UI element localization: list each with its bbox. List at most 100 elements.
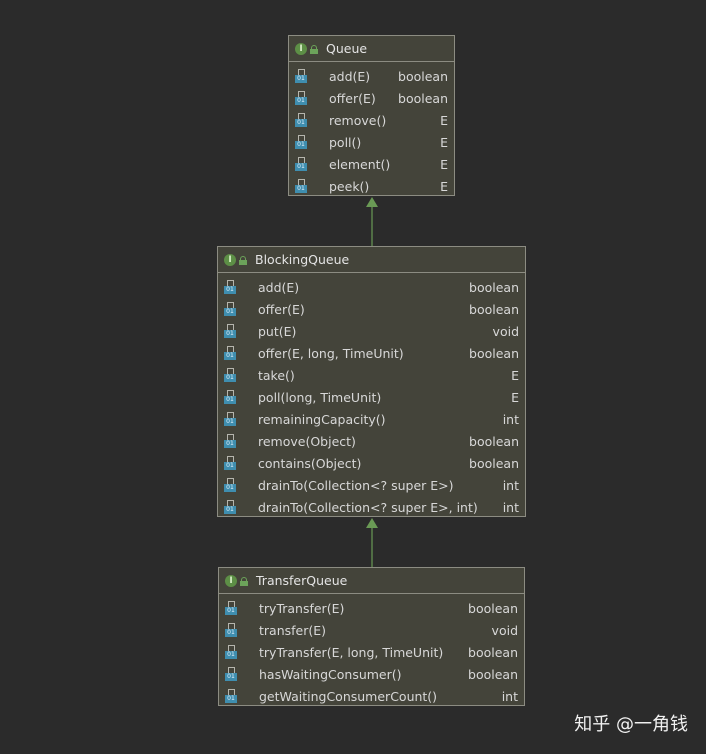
lock-icon <box>240 576 248 586</box>
method-icon <box>224 434 236 448</box>
method-name: remove() <box>329 112 387 128</box>
box-header: I BlockingQueue <box>218 247 525 273</box>
method-row[interactable]: getWaitingConsumerCount() int <box>219 685 524 707</box>
method-name: remainingCapacity() <box>258 411 386 427</box>
method-return-type: void <box>491 622 518 638</box>
method-icon <box>224 456 236 470</box>
method-row[interactable]: take() E <box>218 364 525 386</box>
method-name: element() <box>329 156 391 172</box>
method-icon <box>224 346 236 360</box>
watermark: 知乎 @一角钱 <box>574 714 688 735</box>
method-name: put(E) <box>258 323 297 339</box>
method-icon <box>225 645 237 659</box>
method-list: add(E)booleanoffer(E)booleanremove()Epol… <box>289 62 454 197</box>
method-return-type: boolean <box>468 600 518 616</box>
method-name: drainTo(Collection<? super E>) <box>258 477 454 493</box>
method-row[interactable]: peek() E <box>289 175 454 197</box>
method-name: remove(Object) <box>258 433 356 449</box>
method-return-type: boolean <box>469 345 519 361</box>
method-return-type: E <box>511 389 519 405</box>
method-return-type: boolean <box>469 301 519 317</box>
interface-title: BlockingQueue <box>255 252 350 267</box>
method-row[interactable]: tryTransfer(E, long, TimeUnit)boolean <box>219 641 524 663</box>
method-name: drainTo(Collection<? super E>, int) <box>258 499 478 515</box>
method-row[interactable]: poll(long, TimeUnit) E <box>218 386 525 408</box>
method-row[interactable]: transfer(E) void <box>219 619 524 641</box>
method-name: offer(E, long, TimeUnit) <box>258 345 404 361</box>
method-row[interactable]: remove() E <box>289 109 454 131</box>
interface-title: Queue <box>326 41 368 56</box>
lock-icon <box>239 255 247 265</box>
method-name: poll() <box>329 134 362 150</box>
method-icon <box>224 390 236 404</box>
method-name: poll(long, TimeUnit) <box>258 389 382 405</box>
method-row[interactable]: tryTransfer(E) boolean <box>219 597 524 619</box>
method-row[interactable]: remainingCapacity() int <box>218 408 525 430</box>
method-icon <box>224 280 236 294</box>
method-icon <box>225 601 237 615</box>
method-return-type: E <box>440 134 448 150</box>
method-name: contains(Object) <box>258 455 362 471</box>
interface-icon: I <box>295 42 307 55</box>
method-icon <box>225 667 237 681</box>
method-icon <box>224 412 236 426</box>
method-list: tryTransfer(E) boolean transfer(E) void tryT… <box>219 594 524 707</box>
method-return-type: void <box>492 323 519 339</box>
method-row[interactable]: add(E) boolean <box>218 276 525 298</box>
method-row[interactable]: poll() E <box>289 131 454 153</box>
method-row[interactable]: drainTo(Collection<? super E>, int) int <box>218 496 525 518</box>
method-row[interactable]: remove(Object) boolean <box>218 430 525 452</box>
method-row[interactable]: hasWaitingConsumer()boolean <box>219 663 524 685</box>
method-row[interactable]: offer(E)boolean <box>289 87 454 109</box>
method-icon <box>295 157 307 171</box>
method-icon <box>224 500 236 514</box>
method-icon <box>295 69 307 83</box>
method-return-type: E <box>440 112 448 128</box>
method-name: getWaitingConsumerCount() <box>259 688 438 704</box>
method-row[interactable]: contains(Object)boolean <box>218 452 525 474</box>
interface-icon: I <box>225 574 237 587</box>
method-icon <box>225 623 237 637</box>
transfer-queue-interface-box[interactable]: I TransferQueue tryTransfer(E) boolean tra… <box>218 567 525 706</box>
interface-title: TransferQueue <box>256 573 348 588</box>
box-header: I TransferQueue <box>219 568 524 594</box>
method-return-type: E <box>511 367 519 383</box>
method-icon <box>224 302 236 316</box>
method-row[interactable]: add(E)boolean <box>289 65 454 87</box>
method-row[interactable]: put(E) void <box>218 320 525 342</box>
method-return-type: boolean <box>468 666 518 682</box>
inheritance-arrow-blocking-to-queue <box>366 197 378 246</box>
method-return-type: int <box>502 477 519 493</box>
method-name: add(E) <box>329 68 371 84</box>
method-return-type: int <box>502 499 519 515</box>
method-icon <box>224 478 236 492</box>
queue-interface-box[interactable]: I Queue add(E)booleanoffer(E)booleanremo… <box>288 35 455 196</box>
method-return-type: E <box>440 156 448 172</box>
method-icon <box>295 135 307 149</box>
method-name: take() <box>258 367 295 383</box>
method-icon <box>295 113 307 127</box>
lock-icon <box>310 44 318 54</box>
method-row[interactable]: drainTo(Collection<? super E>) int <box>218 474 525 496</box>
blocking-queue-interface-box[interactable]: I BlockingQueue add(E) boolean offer(E) boo… <box>217 246 526 517</box>
method-row[interactable]: offer(E, long, TimeUnit) boolean <box>218 342 525 364</box>
method-return-type: int <box>501 688 518 704</box>
method-list: add(E) boolean offer(E) boolean put(E) void of… <box>218 273 525 518</box>
method-row[interactable]: element() E <box>289 153 454 175</box>
method-name: tryTransfer(E) <box>259 600 345 616</box>
method-return-type: boolean <box>398 90 448 106</box>
method-icon <box>225 689 237 703</box>
method-name: offer(E) <box>258 301 305 317</box>
method-name: transfer(E) <box>259 622 327 638</box>
method-icon <box>295 179 307 193</box>
method-return-type: boolean <box>469 433 519 449</box>
inheritance-arrow-transfer-to-blocking <box>366 518 378 567</box>
box-header: I Queue <box>289 36 454 62</box>
method-return-type: int <box>502 411 519 427</box>
method-return-type: E <box>440 178 448 194</box>
method-name: peek() <box>329 178 370 194</box>
method-return-type: boolean <box>469 279 519 295</box>
method-icon <box>224 324 236 338</box>
method-row[interactable]: offer(E) boolean <box>218 298 525 320</box>
method-name: add(E) <box>258 279 300 295</box>
